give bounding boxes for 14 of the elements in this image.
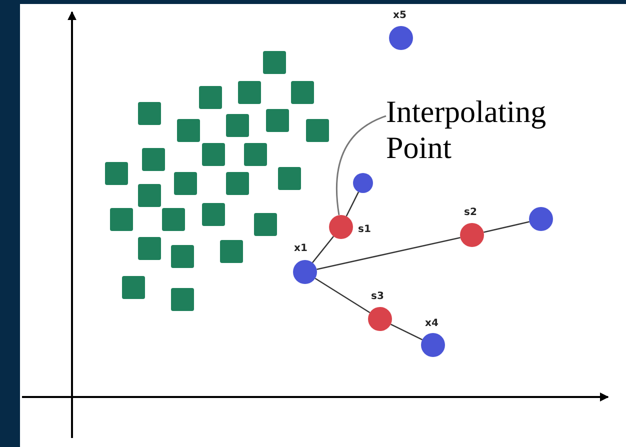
point-label: x5	[393, 11, 406, 21]
point-label: s3	[371, 292, 384, 302]
connecting-line	[390, 324, 423, 340]
connecting-line	[314, 278, 370, 314]
point-label: x1	[294, 244, 308, 254]
connecting-line	[346, 192, 360, 217]
point-label: x4	[425, 319, 438, 329]
point-label: s2	[464, 208, 477, 218]
connecting-line	[312, 236, 334, 264]
point-label: s1	[358, 225, 371, 235]
annotation-text: Interpolating Point	[386, 94, 616, 166]
leader-line	[336, 115, 386, 216]
connecting-line	[316, 236, 460, 270]
connecting-line	[484, 221, 530, 233]
